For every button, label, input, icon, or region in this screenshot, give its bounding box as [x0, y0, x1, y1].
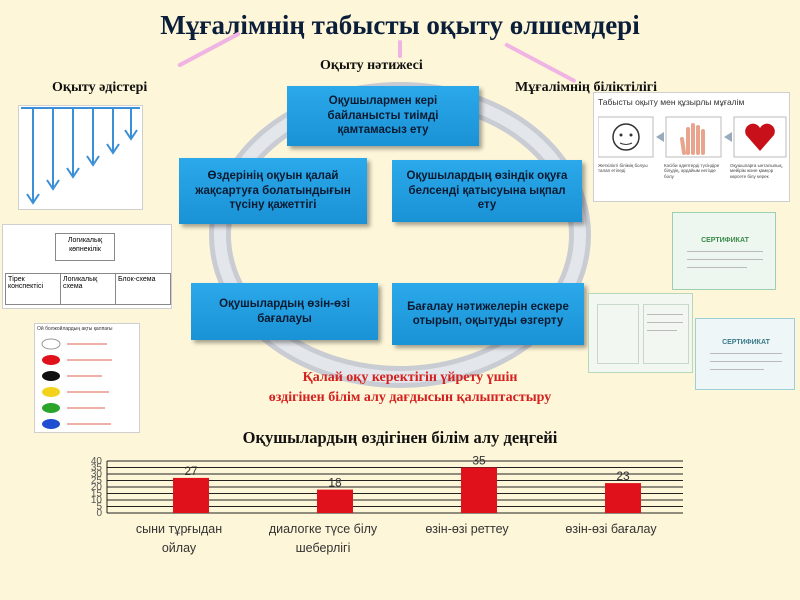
logic-table-image: Логикалық көпнекілік Тірек конспектісі Л…	[2, 224, 172, 309]
diploma-image	[588, 293, 693, 373]
data-label: 27	[184, 464, 198, 478]
cycle-box-understand-improvement: Өздерінің оқуын қалай жақсартуға болатын…	[179, 158, 367, 224]
bar	[317, 490, 353, 513]
cycle-box-feedback: Оқушылармен кері байланысты тиімді қамта…	[287, 86, 479, 146]
connector-center	[398, 40, 402, 58]
black-hat-icon	[42, 371, 60, 381]
red-hat-icon	[42, 355, 60, 365]
logic-table-cell: Логикалық схема	[61, 274, 116, 304]
teacher-icons	[598, 115, 788, 160]
page-title: Мұғалімнің табысты оқыту өлшемдері	[0, 10, 800, 41]
white-hat-icon	[42, 339, 60, 349]
label-teaching-methods: Оқыту әдістері	[52, 80, 147, 96]
certificate-title: СЕРТИФИКАТ	[704, 339, 788, 346]
down-arrows-icon	[19, 106, 142, 209]
certificate-image-1: СЕРТИФИКАТ	[672, 212, 776, 290]
certificate-image-2: СЕРТИФИКАТ	[695, 318, 795, 390]
data-label: 35	[472, 454, 486, 468]
six-hats-image: Ой болжойлардың ақты қалпағы	[34, 323, 140, 433]
bar	[173, 478, 209, 513]
teacher-point: Оқушыларға ынталылық, мейірім және қамқо…	[730, 163, 786, 179]
hats-icons	[37, 334, 137, 432]
green-hat-icon	[42, 403, 60, 413]
bar	[461, 468, 497, 514]
six-hats-title: Ой болжойлардың ақты қалпағы	[37, 326, 113, 332]
y-tick-label: 40	[91, 456, 103, 467]
cycle-box-active-participation: Оқушылардың өзіндік оқуға белсенді қатыс…	[392, 160, 582, 222]
self-learning-note: Қалай оқу керектігін үйрету үшін өздігін…	[200, 368, 620, 409]
data-label: 18	[328, 476, 342, 490]
logic-table-row: Тірек конспектісі Логикалық схема Блок-с…	[5, 273, 171, 305]
self-learning-note-line: Қалай оқу керектігін үйрету үшін	[200, 368, 620, 388]
yellow-hat-icon	[42, 387, 60, 397]
competent-teacher-title: Табысты оқыту мен құзырлы мұғалім	[598, 97, 744, 107]
cycle-box-adjust-teaching: Бағалау нәтижелерін ескере отырып, оқыту…	[392, 283, 584, 345]
self-learning-note-line: өздігінен білім алу дағдысын қалыптастыр…	[200, 388, 620, 408]
x-category-label: сыни тұрғыдан	[136, 522, 222, 536]
logic-table-header: Логикалық көпнекілік	[55, 233, 115, 261]
logic-table-cell: Блок-схема	[116, 274, 170, 304]
x-category-label: өзін-өзі бағалау	[565, 522, 657, 536]
x-category-label: диалогке түсе білу	[269, 522, 378, 536]
bar	[605, 483, 641, 513]
cycle-box-self-assessment: Оқушылардың өзін-өзі бағалауы	[191, 283, 378, 340]
teacher-point: Кәсіби әдептерді түсіндіре білудің, әрда…	[664, 163, 720, 179]
data-label: 23	[616, 469, 630, 483]
chart-title: Оқушылардың өздігінен білім алу деңгейі	[0, 428, 800, 448]
logic-table-cell: Тірек конспектісі	[6, 274, 61, 304]
competent-teacher-image: Табысты оқыту мен құзырлы мұғалім Жеткіл…	[593, 92, 790, 202]
certificate-title: СЕРТИФИКАТ	[683, 237, 767, 244]
x-category-label: өзін-өзі реттеу	[425, 522, 509, 536]
teacher-point: Жеткілікті білімің болуы талап етіледі	[598, 163, 654, 174]
x-category-label: шеберлігі	[296, 541, 351, 555]
arrows-image	[18, 105, 143, 210]
x-category-label: ойлау	[162, 541, 197, 555]
